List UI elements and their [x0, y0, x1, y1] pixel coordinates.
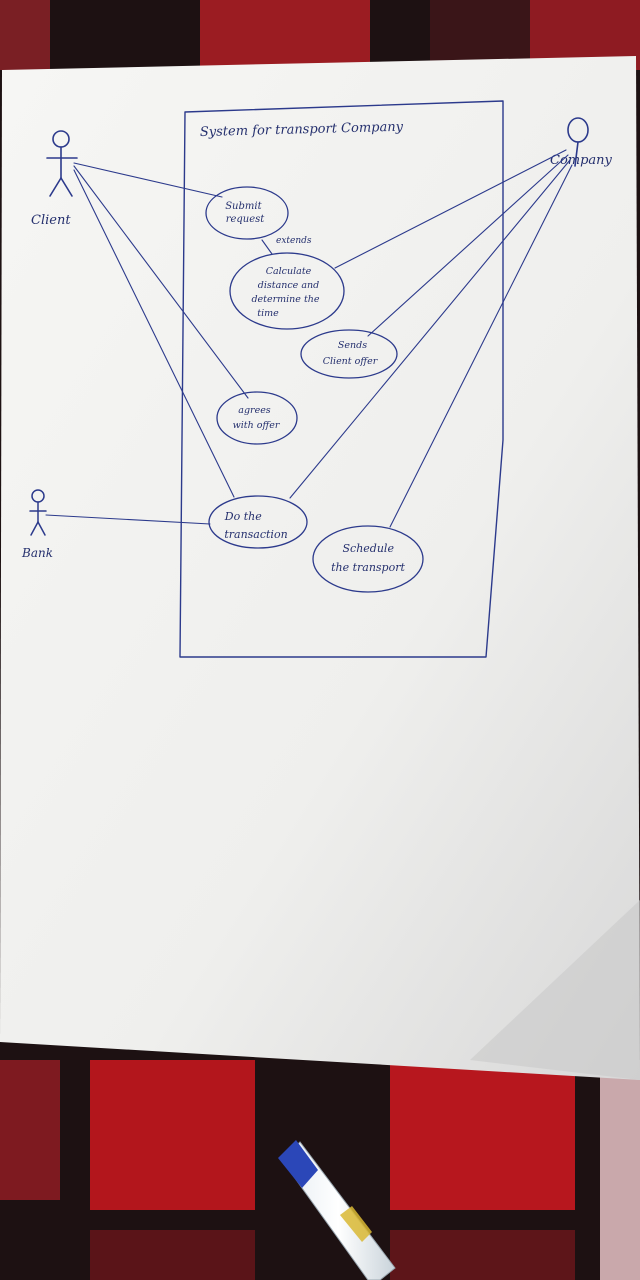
pen: [278, 1140, 396, 1280]
usecase-transaction-line1: Do the: [224, 510, 262, 523]
usecase-submit-request: Submit request: [205, 186, 289, 240]
svg-text:Sends Client offer: Sends Client offer: [323, 340, 379, 367]
paper-sheet: [0, 56, 640, 1080]
svg-text:agrees with offer: agrees with offer: [233, 405, 281, 431]
usecase-sends-offer: Sends Client offer: [300, 329, 398, 379]
system-title: System for transport Company: [200, 120, 404, 140]
paper-shadow: [470, 900, 640, 1080]
svg-text:Submit request: Submit request: [225, 201, 265, 225]
usecase-sends-offer-line2: Client offer: [323, 356, 379, 367]
actor-client: Client: [31, 130, 78, 228]
usecase-calculate-line3: determine the: [251, 294, 319, 305]
usecase-agrees: agrees with offer: [216, 391, 298, 445]
usecase-calculate-line1: Calculate: [266, 266, 312, 277]
system-boundary: [179, 100, 504, 658]
client-label: Client: [31, 213, 71, 228]
actor-bank: Bank: [21, 489, 53, 560]
usecase-transaction: Do the transaction: [208, 495, 308, 549]
usecase-transaction-line2: transaction: [224, 528, 287, 541]
svg-text:Do the transaction: Do the transaction: [224, 510, 288, 541]
usecase-calculate: Calculate distance and determine the tim…: [229, 252, 345, 330]
usecase-agrees-line1: agrees: [238, 405, 271, 416]
company-label: Company: [550, 153, 613, 168]
usecase-agrees-line2: with offer: [233, 420, 281, 431]
usecase-schedule: Schedule the transport: [312, 525, 424, 593]
svg-text:Calculate distance and: Calculate distance and determine the tim…: [251, 266, 322, 319]
svg-text:Schedule the transport: Schedule the transport: [331, 542, 405, 574]
usecase-schedule-line1: Schedule: [343, 542, 395, 555]
bank-label: Bank: [21, 546, 53, 560]
extends-label: extends: [276, 236, 312, 246]
usecase-calculate-line4: time: [257, 308, 279, 319]
usecase-submit-request-line1: Submit: [225, 201, 262, 212]
usecase-submit-request-line2: request: [226, 214, 266, 225]
usecase-sends-offer-line1: Sends: [338, 340, 367, 351]
association-lines: [45, 149, 573, 528]
usecase-calculate-line2: distance and: [258, 280, 319, 291]
usecase-schedule-line2: the transport: [331, 561, 405, 574]
